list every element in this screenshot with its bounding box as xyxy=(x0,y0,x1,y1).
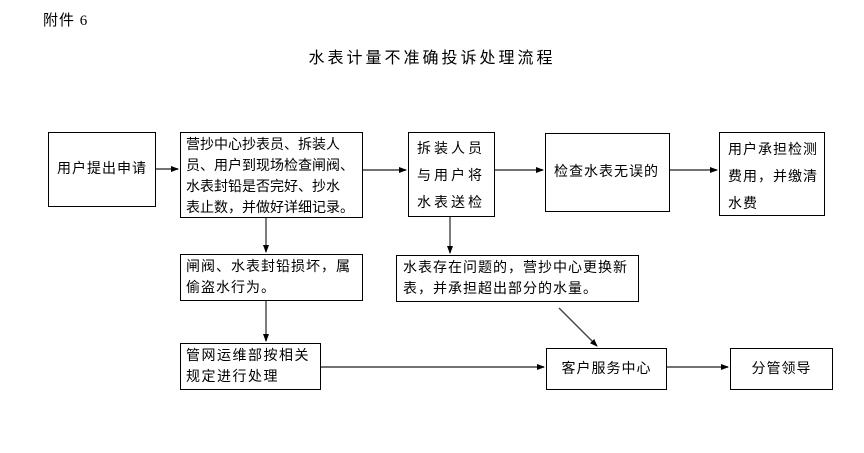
node-user-application: 用户提出申请 xyxy=(48,132,156,207)
page-title: 水表计量不准确投诉处理流程 xyxy=(308,50,556,67)
node-pipeline-dept-handling: 管网运维部按相关 规定进行处理 xyxy=(180,343,321,390)
node-send-meter-for-testing: 拆装人员 与用户将 水表送检 xyxy=(408,132,495,217)
node-leader-in-charge: 分管领导 xyxy=(730,348,833,390)
attachment-label: 附件 6 xyxy=(43,13,89,29)
node-user-bears-testing-cost: 用户承担检测 费用，并缴清 水费 xyxy=(719,132,825,216)
arrow-meter-problem-to-customer-service xyxy=(558,307,598,347)
node-meter-problem-replace: 水表存在问题的，营抄中心更换新 表，并承担超出部分的水量。 xyxy=(396,255,639,302)
node-meter-verified-ok: 检查水表无误的 xyxy=(545,133,670,212)
node-seal-damaged-water-theft: 闸阀、水表封铅损坏，属 偷盗水行为。 xyxy=(180,254,363,301)
node-site-inspection: 营抄中心抄表员、拆装人 员、用户到现场检查闸阀、 水表封铅是否完好、抄水 表止数… xyxy=(180,132,363,218)
node-customer-service-center: 客户服务中心 xyxy=(546,348,667,390)
